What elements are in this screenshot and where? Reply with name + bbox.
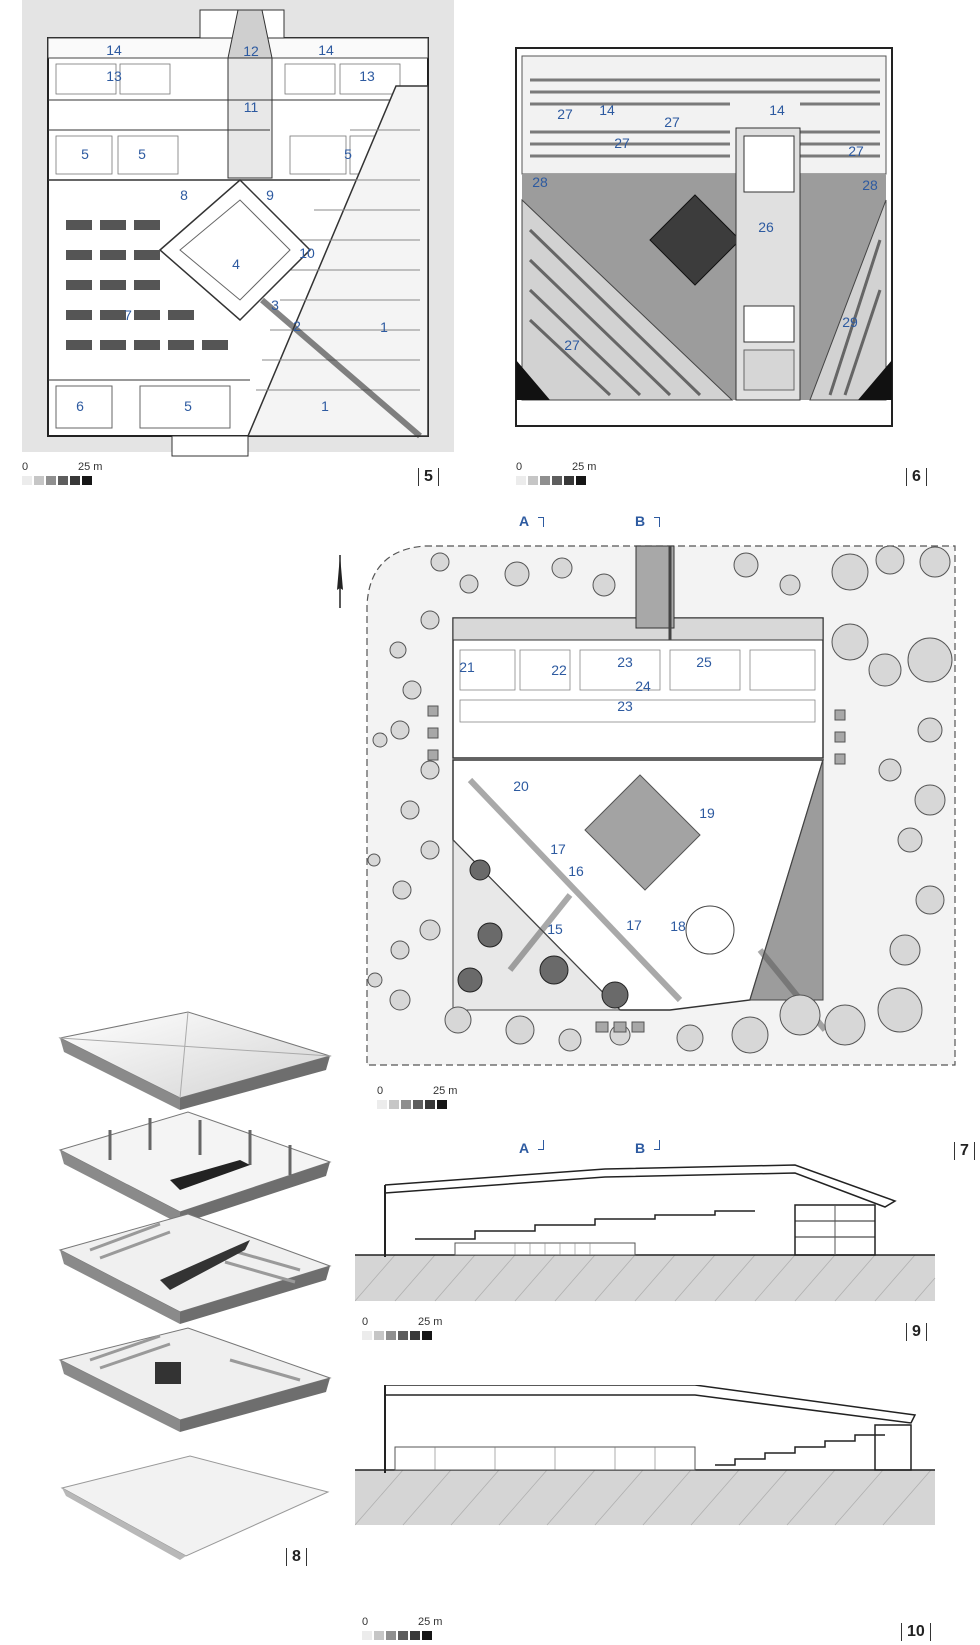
- layer-tiers: [58, 1213, 332, 1324]
- plan7-label: 25: [696, 654, 712, 670]
- section-marker-b: B: [635, 1140, 661, 1156]
- plan6-label: 28: [862, 177, 878, 193]
- plan5-label: 13: [359, 68, 375, 84]
- plan6-label: 28: [532, 174, 548, 190]
- plan5-label: 9: [266, 187, 274, 203]
- scale-distance-label: 25 m: [78, 461, 103, 473]
- plan5-label: 11: [243, 99, 259, 115]
- floor-plan-6-drawing: [515, 47, 893, 427]
- scale-zero-label: 0: [22, 461, 29, 473]
- scale-blocks: [22, 476, 94, 485]
- figure-10-section: 0 25 m 10: [355, 1385, 980, 1645]
- plan6-label: 26: [758, 219, 774, 235]
- section-marker-a: A: [519, 513, 545, 529]
- section-9-drawing: [355, 1164, 936, 1302]
- scale-bar: 0 25 m: [362, 1316, 462, 1344]
- scale-distance-label: 25 m: [572, 461, 597, 473]
- plan7-label: 24: [635, 678, 651, 694]
- plan7-label: 15: [547, 921, 563, 937]
- plan7-label: 23: [617, 654, 633, 670]
- scale-bar: 0 25 m: [362, 1616, 462, 1644]
- plan5-label: 4: [232, 256, 240, 272]
- figure-5-floor-plan: 14 12 14 13 11 13 5 5 5 8 9 4 10 7 3 2 1…: [0, 0, 470, 500]
- plan7-label: 17: [550, 841, 566, 857]
- layer-floor: [58, 1327, 332, 1432]
- plan6-label: 27: [614, 135, 630, 151]
- plan7-label: 23: [617, 698, 633, 714]
- scale-blocks: [377, 1100, 449, 1109]
- scale-distance-label: 25 m: [418, 1316, 443, 1328]
- scale-bar: 0 25 m: [516, 461, 616, 489]
- scale-zero-label: 0: [362, 1316, 369, 1328]
- figure-number: 8: [286, 1548, 307, 1566]
- axonometric-layers-drawing: [58, 1011, 332, 1560]
- layer-structure: [58, 1111, 332, 1224]
- layer-base: [60, 1455, 330, 1560]
- plan6-label: 14: [599, 102, 615, 118]
- plan5-label: 13: [106, 68, 122, 84]
- plan6-label: 14: [769, 102, 785, 118]
- figure-9-section: 0 25 m 9: [355, 1155, 980, 1355]
- scale-bar: 0 25 m: [22, 461, 122, 489]
- plan6-label: 27: [557, 106, 573, 122]
- plan5-label: 1: [321, 398, 329, 414]
- figure-8-axonometric: 8: [0, 1000, 340, 1645]
- plan5-label: 5: [344, 146, 352, 162]
- plan5-label: 14: [318, 42, 334, 58]
- scale-distance-label: 25 m: [433, 1085, 458, 1097]
- plan6-label: 29: [842, 314, 858, 330]
- plan7-label: 22: [551, 662, 567, 678]
- plan6-label: 27: [564, 337, 580, 353]
- figure-6-floor-plan: 27 14 27 14 27 27 28 28 26 27 29 0 25 m …: [500, 0, 980, 500]
- plan7-label: 16: [568, 863, 584, 879]
- plan5-label: 6: [76, 398, 84, 414]
- figure-number: 6: [906, 468, 927, 486]
- scale-distance-label: 25 m: [418, 1616, 443, 1628]
- plan5-label: 5: [81, 146, 89, 162]
- layer-roof: [58, 1011, 332, 1110]
- plan5-label: 5: [184, 398, 192, 414]
- scale-blocks: [362, 1631, 434, 1640]
- plan5-label: 10: [299, 245, 315, 261]
- site-plan-7-drawing: [337, 545, 956, 1066]
- plan5-label: 3: [271, 297, 279, 313]
- section-marker-a: A: [519, 1140, 545, 1156]
- plan7-label: 17: [626, 917, 642, 933]
- floor-plan-5-drawing: [22, 0, 454, 457]
- scale-blocks: [516, 476, 588, 485]
- plan7-label: 21: [459, 659, 475, 675]
- section-marker-b: B: [635, 513, 661, 529]
- plan6-label: 27: [848, 143, 864, 159]
- figure-number: 5: [418, 468, 439, 486]
- figure-number: 7: [954, 1142, 975, 1160]
- figure-7-site-plan: A B 21 22 23 25 24 23 20 19 17 16 15 17 …: [330, 510, 980, 1160]
- plan5-label: 14: [106, 42, 122, 58]
- figure-number: 9: [906, 1323, 927, 1341]
- plan5-label: 2: [293, 318, 301, 334]
- plan5-label: 7: [124, 307, 132, 323]
- scale-blocks: [362, 1331, 434, 1340]
- plan5-label: 1: [380, 319, 388, 335]
- plan7-label: 20: [513, 778, 529, 794]
- plan5-label: 8: [180, 187, 188, 203]
- plan7-label: 19: [699, 805, 715, 821]
- scale-zero-label: 0: [362, 1616, 369, 1628]
- section-10-drawing: [355, 1385, 935, 1526]
- plan7-label: 18: [670, 918, 686, 934]
- scale-zero-label: 0: [377, 1085, 384, 1097]
- figure-number: 10: [901, 1623, 931, 1641]
- plan6-label: 27: [664, 114, 680, 130]
- plan5-label: 5: [138, 146, 146, 162]
- scale-bar: 0 25 m: [377, 1085, 477, 1113]
- plan5-label: 12: [243, 43, 259, 59]
- scale-zero-label: 0: [516, 461, 523, 473]
